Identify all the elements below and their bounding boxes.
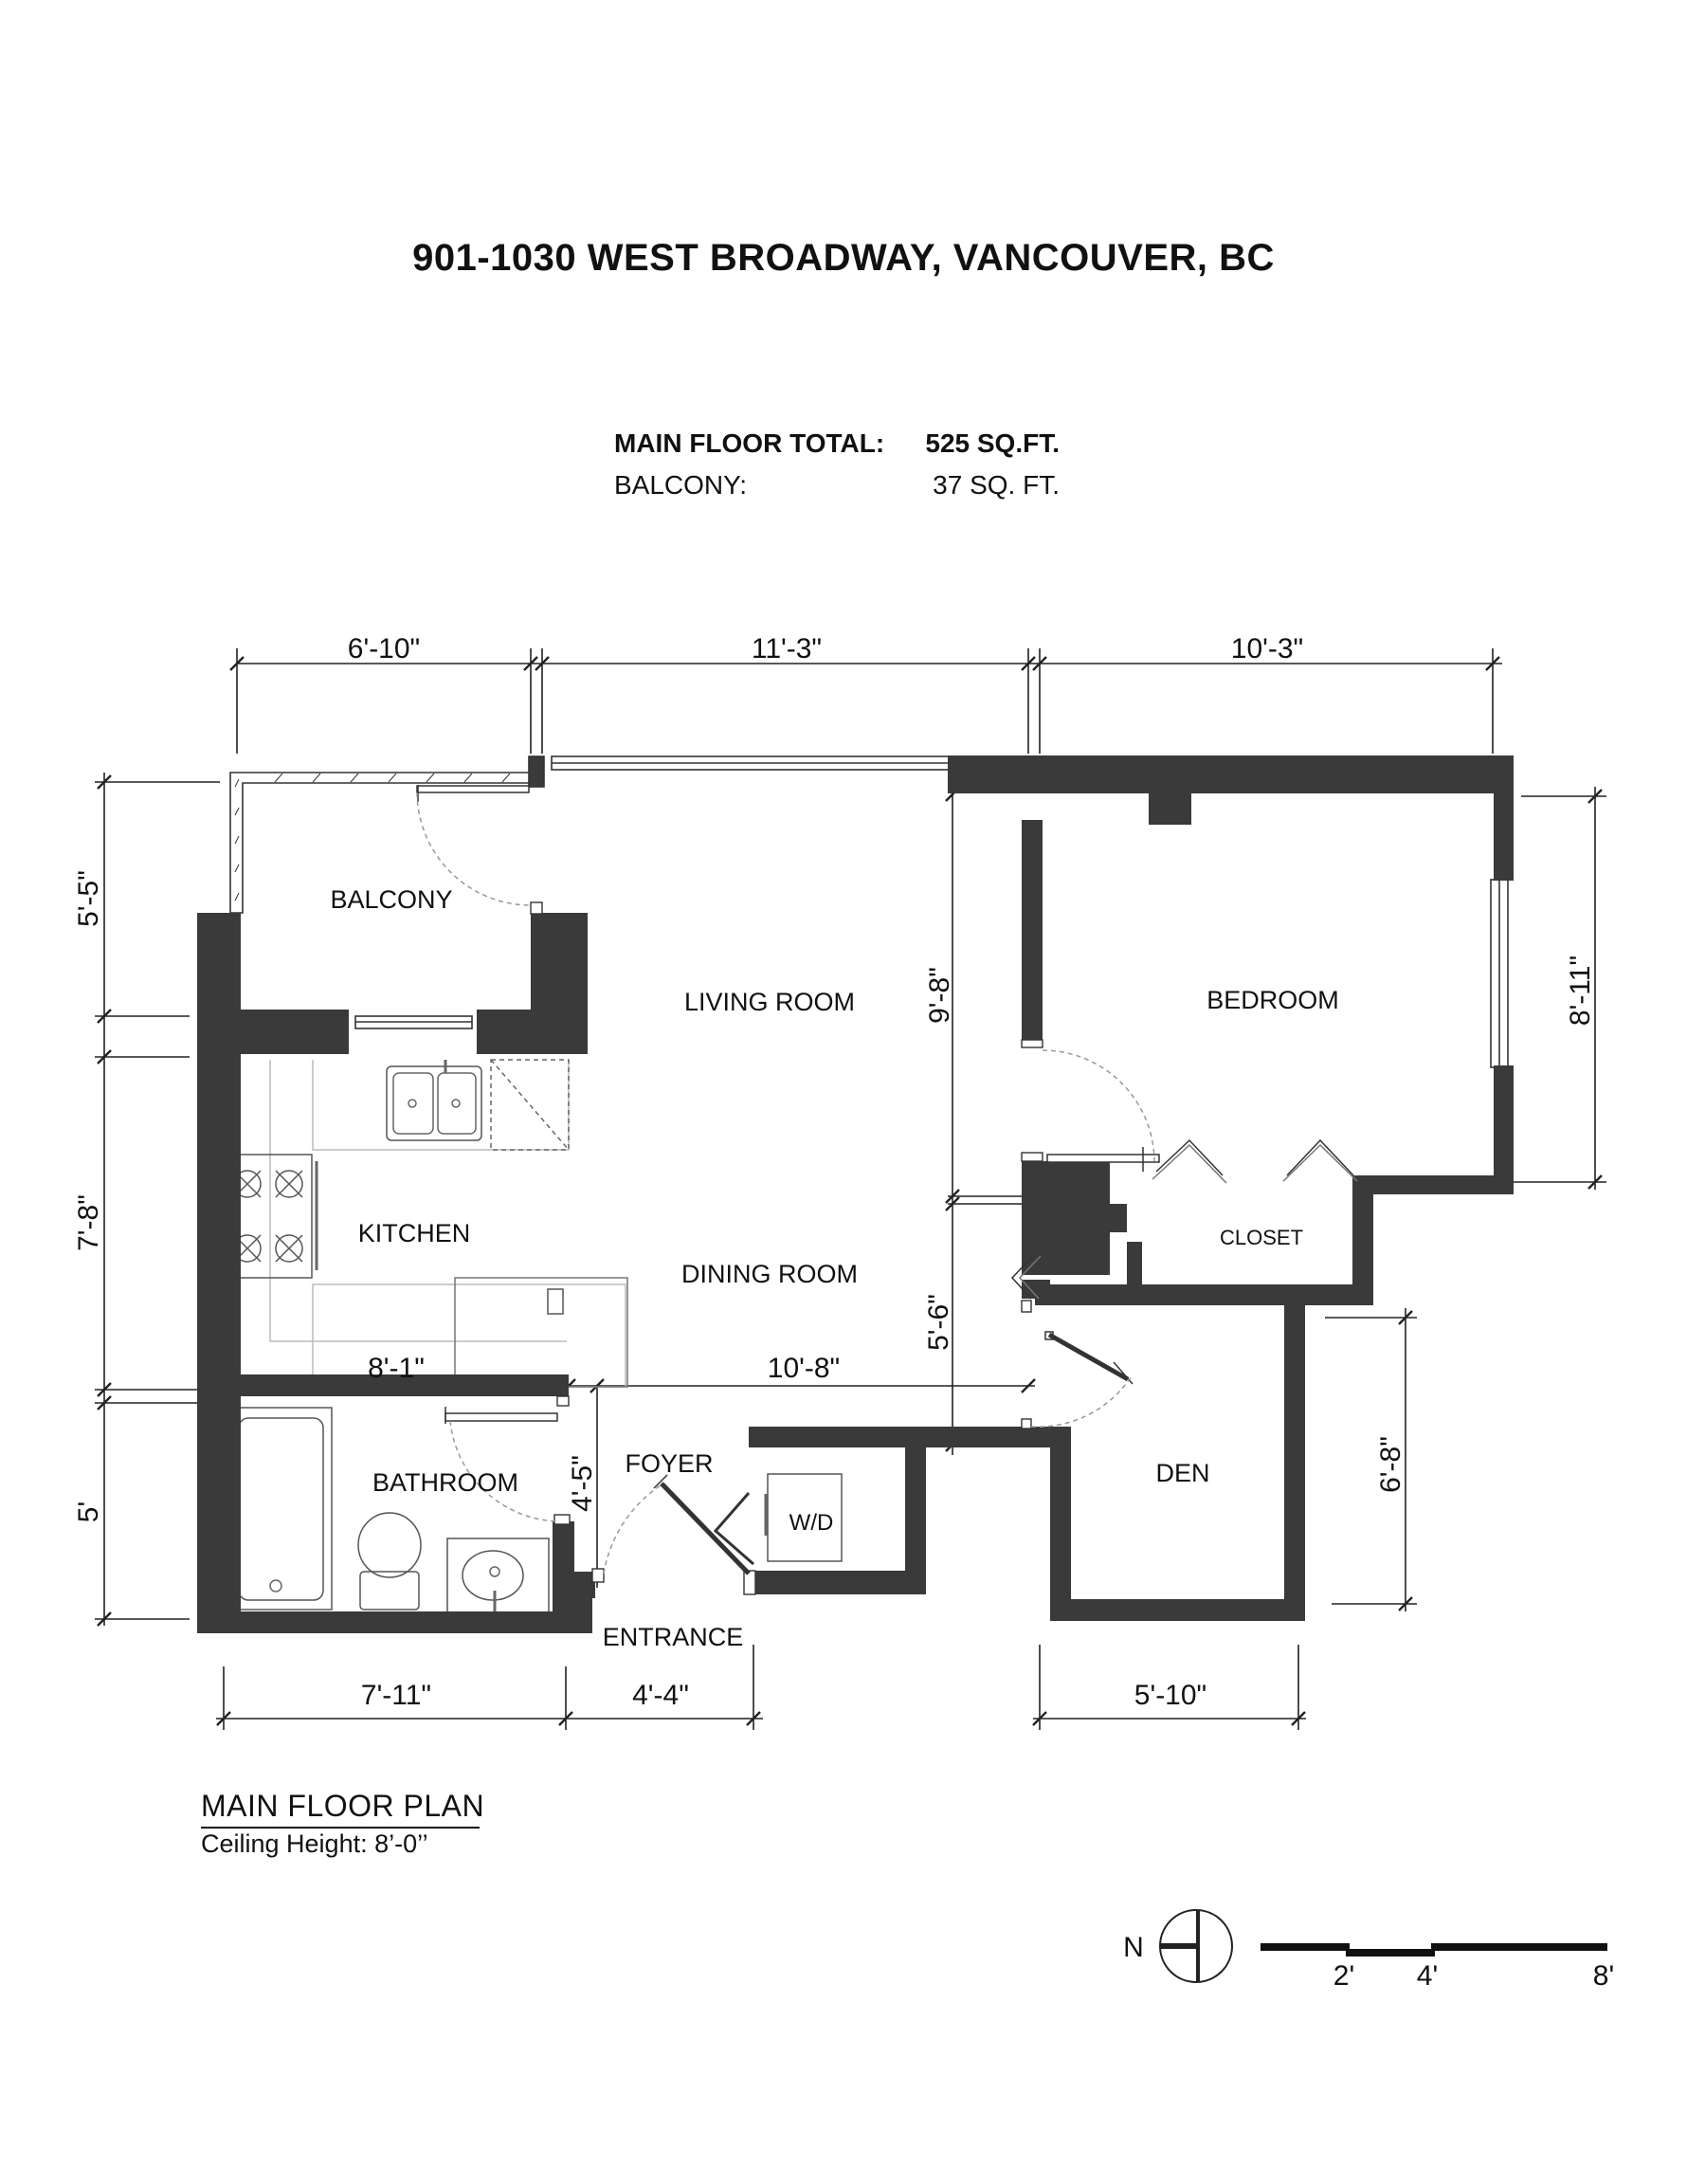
door-jambs [530,901,1043,1595]
walls [197,755,1514,1633]
room-bathroom: BATHROOM [372,1468,518,1497]
kitchen-sink [386,1065,482,1141]
balcony-area-value: 37 SQ. FT. [933,470,1060,500]
dim-top-mid: 11'-3" [752,633,822,664]
scale-label-2: 2' [1333,1960,1354,1992]
scale-label-8: 8' [1593,1960,1614,1992]
dim-left-kitchen: 7'-8" [73,1194,104,1251]
plan-caption: MAIN FLOOR PLAN Ceiling Height: 8’-0’’ [201,1789,484,1859]
dim-dining-width: 10'-8" [768,1353,840,1384]
room-den: DEN [1155,1459,1209,1487]
plan-name: MAIN FLOOR PLAN [201,1789,485,1823]
dim-kitchen-width: 8'-1" [368,1353,425,1384]
doors [416,785,1358,1575]
dim-den-height: 6'-8" [1375,1436,1406,1493]
fixtures [224,1059,843,1613]
room-foyer: FOYER [625,1449,713,1478]
dim-bedroom-height: 8'-11" [1565,956,1596,1026]
dim-left-bath: 5' [73,1502,104,1522]
room-closet: CLOSET [1220,1226,1303,1249]
balcony-area-row: BALCONY: 37 SQ. FT. [614,470,1060,500]
room-living: LIVING ROOM [684,988,855,1016]
balcony-railing [229,755,545,914]
north-label: N [1123,1932,1144,1963]
room-kitchen: KITCHEN [358,1219,471,1247]
dishwasher [490,1059,570,1151]
main-floor-total-value: 525 SQ.FT. [925,428,1060,458]
dim-left-balcony: 5'-5" [73,870,104,927]
dim-bottom-mid: 4'-4" [632,1680,689,1711]
dim-top-right: 10'-3" [1231,633,1303,664]
bathtub [229,1407,333,1611]
main-floor-total-label: MAIN FLOOR TOTAL: [614,428,885,458]
north-arrow: N [1123,1909,1233,1983]
balcony-area-label: BALCONY: [614,470,748,500]
toilet [359,1571,420,1611]
room-labels: BALCONY LIVING ROOM BEDROOM KITCHEN DINI… [330,885,1338,1651]
scale-bar: 2' 4' 8' [1261,1943,1614,1992]
ceiling-height: Ceiling Height: 8’-0’’ [201,1829,428,1858]
room-dining: DINING ROOM [681,1260,858,1288]
room-wd: W/D [789,1510,834,1536]
dimension-labels: 6'-10" 11'-3" 10'-3" 5'-5" 7'-8" 5' 9'-8… [73,633,1596,1711]
dim-top-left: 6'-10" [348,633,420,664]
main-floor-total-row: MAIN FLOOR TOTAL: 525 SQ.FT. [614,428,1060,459]
dim-foyer-height: 4'-5" [567,1455,598,1512]
dim-bottom-den: 5'-10" [1134,1680,1206,1711]
page-title: 901-1030 WEST BROADWAY, VANCOUVER, BC [412,237,1275,279]
caption-rule [201,1827,480,1829]
washer-dryer [767,1473,843,1562]
dim-bottom-left: 7'-11" [361,1680,431,1711]
dim-dining-height: 5'-6" [923,1294,954,1351]
scale-label-4: 4' [1417,1960,1438,1992]
room-entrance: ENTRANCE [603,1623,744,1651]
room-balcony: BALCONY [330,885,452,914]
room-bedroom: BEDROOM [1206,986,1339,1014]
dim-living-height: 9'-8" [924,967,955,1024]
